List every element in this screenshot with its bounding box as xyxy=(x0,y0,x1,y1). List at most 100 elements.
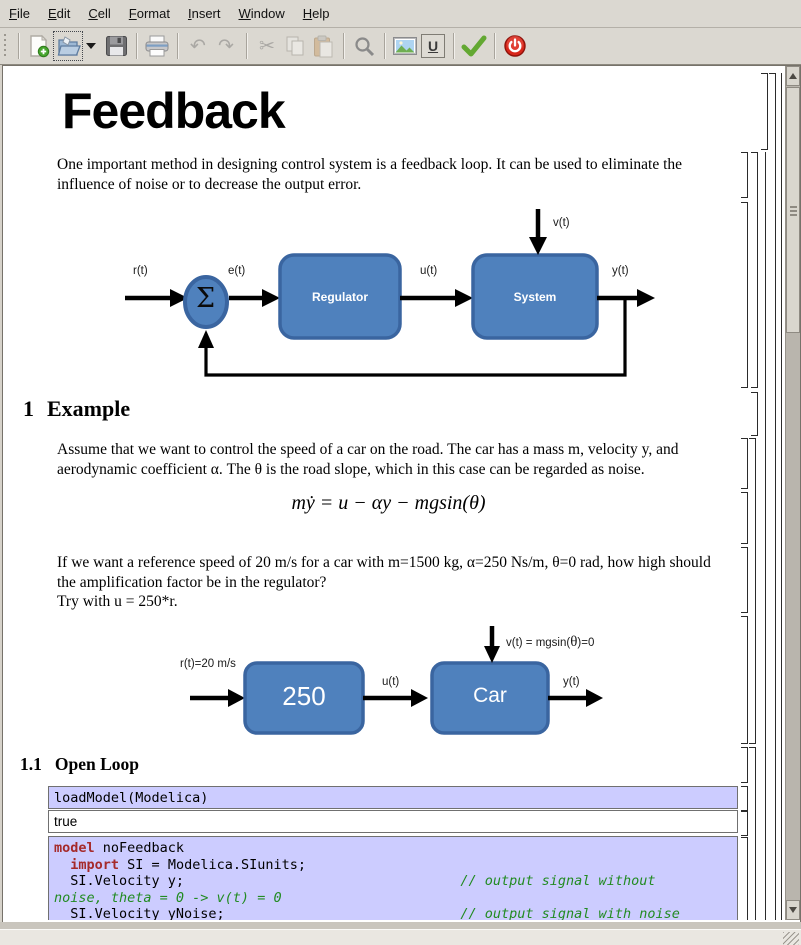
undo-icon: ↶ xyxy=(190,35,206,57)
quit-button[interactable] xyxy=(501,31,529,61)
toolbar-separator xyxy=(343,33,344,59)
cell-group-bracket xyxy=(769,73,776,80)
resize-grip[interactable] xyxy=(783,932,799,945)
cell-bracket-heading[interactable] xyxy=(741,747,748,783)
scroll-down-button[interactable] xyxy=(786,900,800,920)
cell-bracket-paragraph[interactable] xyxy=(741,152,748,198)
redo-button[interactable]: ↷ xyxy=(212,31,240,61)
cell-bracket-input[interactable] xyxy=(741,837,748,920)
code-cell-pre: model noFeedback import SI = Modelica.SI… xyxy=(54,840,680,920)
cell-bracket-output[interactable] xyxy=(741,811,748,836)
car-block-label: Car xyxy=(473,684,507,707)
subsection-heading-open-loop[interactable]: 1.1 Open Loop xyxy=(20,754,139,775)
car-diagram-cell[interactable]: r(t)=20 m/s u(t) v(t) = mgsin(θ)=0 y(t) … xyxy=(160,618,620,746)
paragraph-line: aerodynamic coefficient α. The θ is the … xyxy=(57,460,645,478)
print-button[interactable] xyxy=(143,31,171,61)
cell-group-bracket[interactable] xyxy=(749,438,756,744)
cell-bracket-formula[interactable] xyxy=(741,492,748,544)
search-icon xyxy=(353,35,376,58)
cell-group-bracket[interactable] xyxy=(751,152,758,388)
menu-help[interactable]: Help xyxy=(302,6,330,21)
open-dropdown-arrow[interactable] xyxy=(86,43,96,49)
thumb-grip xyxy=(790,206,797,216)
cell-group-bracket[interactable] xyxy=(749,747,756,920)
toolbar-separator xyxy=(453,33,454,59)
paragraph-line: If we want a reference speed of 20 m/s f… xyxy=(57,554,711,571)
redo-icon: ↷ xyxy=(218,35,234,57)
underline-icon: U xyxy=(421,34,445,58)
toolbar-separator xyxy=(246,33,247,59)
sum-junction-label: Σ xyxy=(196,283,216,314)
menu-insert[interactable]: Insert xyxy=(187,6,221,21)
toolbar: ↶ ↷ ✂ xyxy=(0,28,801,65)
cell-bracket-input[interactable] xyxy=(741,786,748,811)
feedback-diagram-cell[interactable]: r(t) e(t) u(t) v(t) y(t) Σ Regulator Sys… xyxy=(110,205,670,385)
menu-cell[interactable]: Cell xyxy=(88,6,111,21)
menu-format[interactable]: Format xyxy=(128,6,170,21)
input-cell-model[interactable]: model noFeedback import SI = Modelica.SI… xyxy=(48,836,738,920)
scrollbar-thumb[interactable] xyxy=(786,87,800,333)
scroll-up-button[interactable] xyxy=(786,66,800,86)
paragraph-line: Try with u = 250*r. xyxy=(57,593,178,610)
insert-image-button[interactable] xyxy=(391,31,419,61)
cell-group-bracket[interactable] xyxy=(781,73,782,920)
power-icon xyxy=(503,34,527,58)
vertical-scrollbar[interactable] xyxy=(785,66,800,920)
open-notebook-icon xyxy=(55,33,81,59)
toolbar-separator xyxy=(384,33,385,59)
cell-bracket-paragraph[interactable] xyxy=(741,438,748,489)
cut-icon: ✂ xyxy=(259,35,275,57)
cut-button[interactable]: ✂ xyxy=(253,31,281,61)
diagram2-label-r: r(t)=20 m/s xyxy=(180,658,236,670)
cell-bracket-image[interactable] xyxy=(741,202,748,388)
diagram-label-v: v(t) xyxy=(553,217,570,229)
cell-group-bracket[interactable] xyxy=(765,152,766,920)
paragraph-line: influence of noise or to decrease the ou… xyxy=(57,175,362,193)
menu-file[interactable]: File xyxy=(9,6,30,21)
cell-bracket-image[interactable] xyxy=(741,616,748,744)
status-bar xyxy=(0,929,801,945)
notebook-title-cell[interactable]: Feedback xyxy=(62,83,286,139)
underline-button[interactable]: U xyxy=(419,31,447,61)
insert-image-icon xyxy=(392,35,418,57)
cell-bracket-heading[interactable] xyxy=(751,392,758,436)
search-button[interactable] xyxy=(350,31,378,61)
diagram-label-y: y(t) xyxy=(612,265,629,277)
section-heading-example[interactable]: 1 Example xyxy=(23,396,130,422)
heading-text: Example xyxy=(47,396,131,421)
formula-cell[interactable]: mẏ = u − αy − mgsin(θ) xyxy=(291,492,486,514)
notebook-document[interactable]: Feedback One important method in designi… xyxy=(3,66,785,920)
paste-icon xyxy=(312,35,334,58)
undo-button[interactable]: ↶ xyxy=(184,31,212,61)
heading-number: 1 xyxy=(23,396,34,421)
toolbar-drag-handle[interactable] xyxy=(2,34,8,58)
cell-bracket-title[interactable] xyxy=(761,73,768,150)
evaluate-button[interactable] xyxy=(460,31,488,61)
input-cell-text: loadModel(Modelica) xyxy=(54,790,209,806)
paste-button[interactable] xyxy=(309,31,337,61)
cell-bracket-paragraph[interactable] xyxy=(741,547,748,613)
menu-edit[interactable]: Edit xyxy=(47,6,71,21)
heading-number: 1.1 xyxy=(20,754,42,774)
down-arrow-icon xyxy=(789,907,797,913)
open-notebook-button[interactable] xyxy=(53,31,83,61)
paragraph-line: One important method in designing contro… xyxy=(57,156,683,173)
new-document-button[interactable] xyxy=(25,31,53,61)
assume-paragraph-cell[interactable]: Assume that we want to control the speed… xyxy=(57,440,737,479)
cell-group-bracket[interactable] xyxy=(775,73,776,920)
copy-button[interactable] xyxy=(281,31,309,61)
diagram2-label-u: u(t) xyxy=(382,676,400,688)
heading-text: Open Loop xyxy=(54,754,139,774)
gain-block-label: 250 xyxy=(282,681,326,711)
save-icon xyxy=(105,35,128,57)
input-cell-loadmodel[interactable]: loadModel(Modelica) xyxy=(48,786,738,809)
toolbar-separator xyxy=(136,33,137,59)
output-cell-true[interactable]: true xyxy=(48,810,738,833)
up-arrow-icon xyxy=(789,73,797,79)
copy-icon xyxy=(284,35,306,57)
menu-window[interactable]: Window xyxy=(238,6,285,21)
save-button[interactable] xyxy=(102,31,130,61)
system-block-label: System xyxy=(513,290,557,304)
speed-paragraph-cell[interactable]: If we want a reference speed of 20 m/s f… xyxy=(57,553,737,612)
intro-paragraph-cell[interactable]: One important method in designing contro… xyxy=(57,155,737,194)
